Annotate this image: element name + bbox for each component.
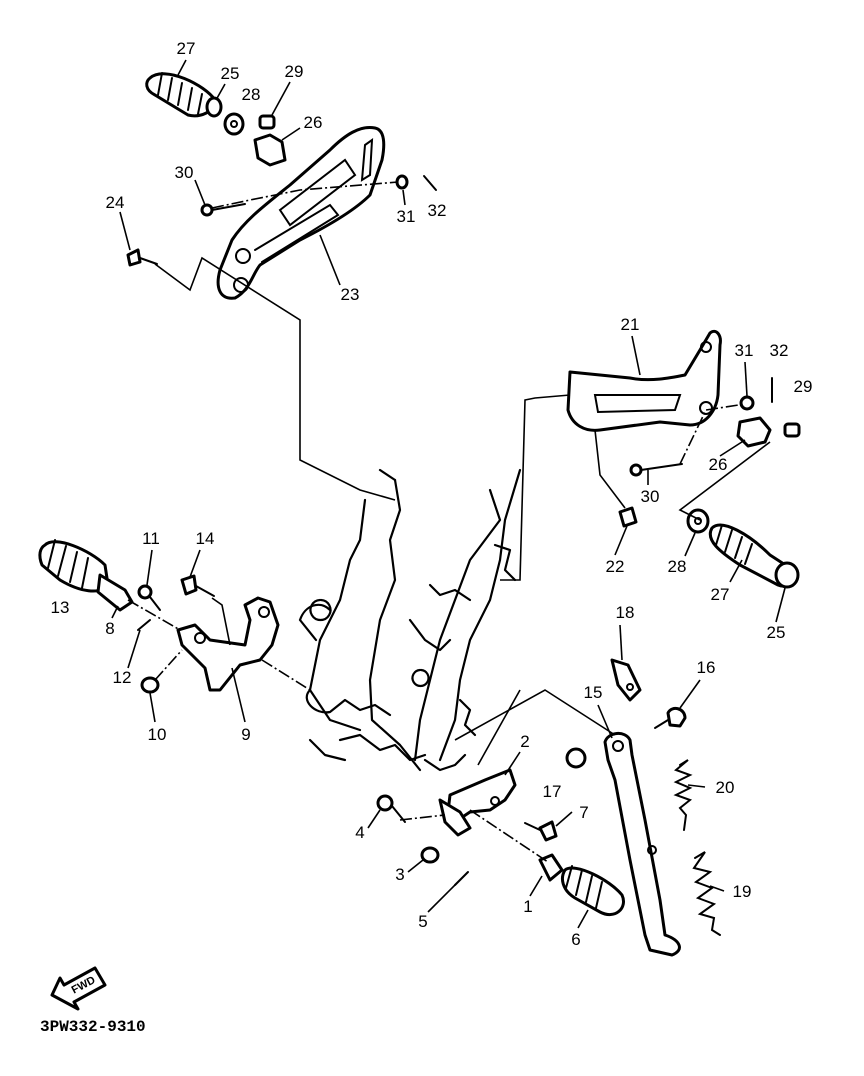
label-22: 22: [606, 557, 625, 576]
bolt-22: [618, 506, 638, 528]
bolt-16: [654, 706, 687, 729]
label-9: 9: [241, 725, 250, 744]
label-18: 18: [616, 603, 635, 622]
label-3: 3: [395, 865, 404, 884]
leader-lines-right: [500, 394, 771, 581]
label-1: 1: [523, 897, 532, 916]
label-27: 27: [177, 39, 196, 58]
washer-28-right: [686, 508, 710, 534]
label-26: 26: [304, 113, 323, 132]
label-2: 2: [520, 732, 529, 751]
pin-11: [137, 584, 161, 611]
label-23: 23: [341, 285, 360, 304]
washer-31-left: [395, 174, 409, 190]
bolt-25-right: [774, 561, 800, 589]
cotter-5: [454, 871, 469, 886]
label-15: 15: [584, 683, 603, 702]
holder-26-left: [253, 133, 287, 167]
nut-3: [420, 846, 440, 864]
leader-bracket-2: [477, 689, 521, 766]
label-28-right: 28: [668, 557, 687, 576]
label-13: 13: [51, 598, 70, 617]
label-32-right: 32: [770, 341, 789, 360]
nut-10: [140, 676, 160, 694]
label-leaders: [111, 59, 786, 929]
label-19: 19: [733, 882, 752, 901]
washer-28-left: [223, 112, 245, 136]
pivot-1: [438, 798, 472, 837]
front-left-footpeg-13: [38, 539, 134, 612]
label-30-right: 30: [641, 487, 660, 506]
label-29-right: 29: [794, 377, 813, 396]
right-footrest-bracket: [566, 329, 722, 432]
label-21: 21: [621, 315, 640, 334]
bolt-14: [180, 574, 215, 597]
label-28: 28: [242, 85, 261, 104]
holder-26-right: [736, 416, 772, 448]
label-17: 17: [543, 782, 562, 801]
label-14: 14: [196, 529, 215, 548]
label-7: 7: [579, 803, 588, 822]
bolt-4: [376, 794, 406, 823]
label-25-right: 25: [767, 623, 786, 642]
label-12: 12: [113, 668, 132, 687]
label-11: 11: [142, 529, 160, 548]
left-bracket-9: [176, 596, 280, 692]
washer-31-right: [739, 395, 755, 411]
cotter-12: [137, 619, 151, 631]
label-8: 8: [105, 619, 114, 638]
bolt-25-left: [205, 96, 223, 118]
left-footpeg-27: [145, 72, 217, 118]
part-labels: 27 25 28 29 26 30 31 32 24 23 21 31 32 2…: [51, 39, 813, 949]
spring-29-left: [258, 114, 276, 130]
label-6: 6: [571, 930, 580, 949]
leader-lines-upper-left: [154, 181, 399, 501]
leader-lines-lower: [399, 689, 616, 863]
label-16: 16: [697, 658, 716, 677]
label-25: 25: [221, 64, 240, 83]
spring-29-right: [783, 422, 801, 438]
label-29: 29: [285, 62, 304, 81]
bracket-18: [610, 658, 642, 702]
pin-30-right: [629, 463, 683, 477]
left-footrest-bracket: [216, 125, 386, 300]
label-5: 5: [418, 912, 427, 931]
label-10: 10: [148, 725, 167, 744]
cotter-32-left: [423, 175, 437, 191]
label-26-right: 26: [709, 455, 728, 474]
label-31: 31: [397, 207, 416, 226]
label-24: 24: [106, 193, 125, 212]
bolt-7: [524, 820, 558, 842]
label-20: 20: [716, 778, 735, 797]
label-4: 4: [355, 823, 364, 842]
fwd-arrow-icon: FWD: [50, 966, 107, 1011]
sidestand-15: [603, 732, 681, 957]
diagram-code: 3PW332-9310: [40, 1018, 146, 1036]
nut-17: [565, 747, 587, 769]
frame-outline: [298, 468, 522, 772]
right-footpeg-6: [538, 853, 625, 917]
label-32: 32: [428, 201, 447, 220]
spring-20: [673, 759, 693, 831]
leader-lines-lower-left: [127, 597, 311, 691]
label-31-right: 31: [735, 341, 754, 360]
pin-30-left: [200, 203, 246, 217]
label-30: 30: [175, 163, 194, 182]
spring-19: [692, 851, 721, 936]
label-27-right: 27: [711, 585, 730, 604]
bolt-24: [126, 248, 158, 267]
